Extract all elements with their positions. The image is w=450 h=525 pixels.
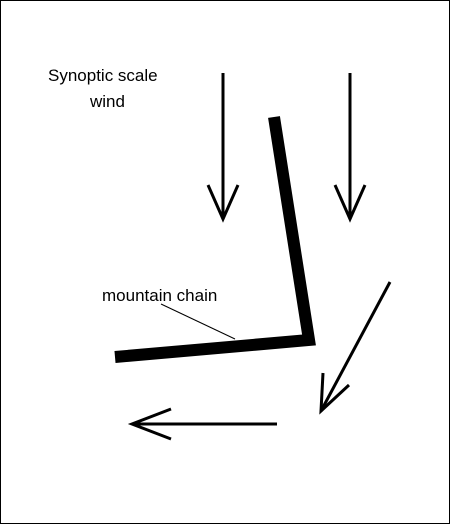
synoptic-wind-label-line2: wind — [89, 92, 125, 111]
leftward-wind-arrow — [127, 407, 277, 441]
mountain-chain — [114, 116, 316, 363]
wind-arrow-right — [333, 73, 367, 223]
mountain-leader-line — [160, 303, 236, 340]
mountain-chain-label: mountain chain — [102, 286, 217, 305]
synoptic-wind-label-line1: Synoptic scale — [48, 66, 158, 85]
deflected-wind-arrow — [319, 281, 392, 415]
wind-arrow-left — [206, 73, 240, 223]
